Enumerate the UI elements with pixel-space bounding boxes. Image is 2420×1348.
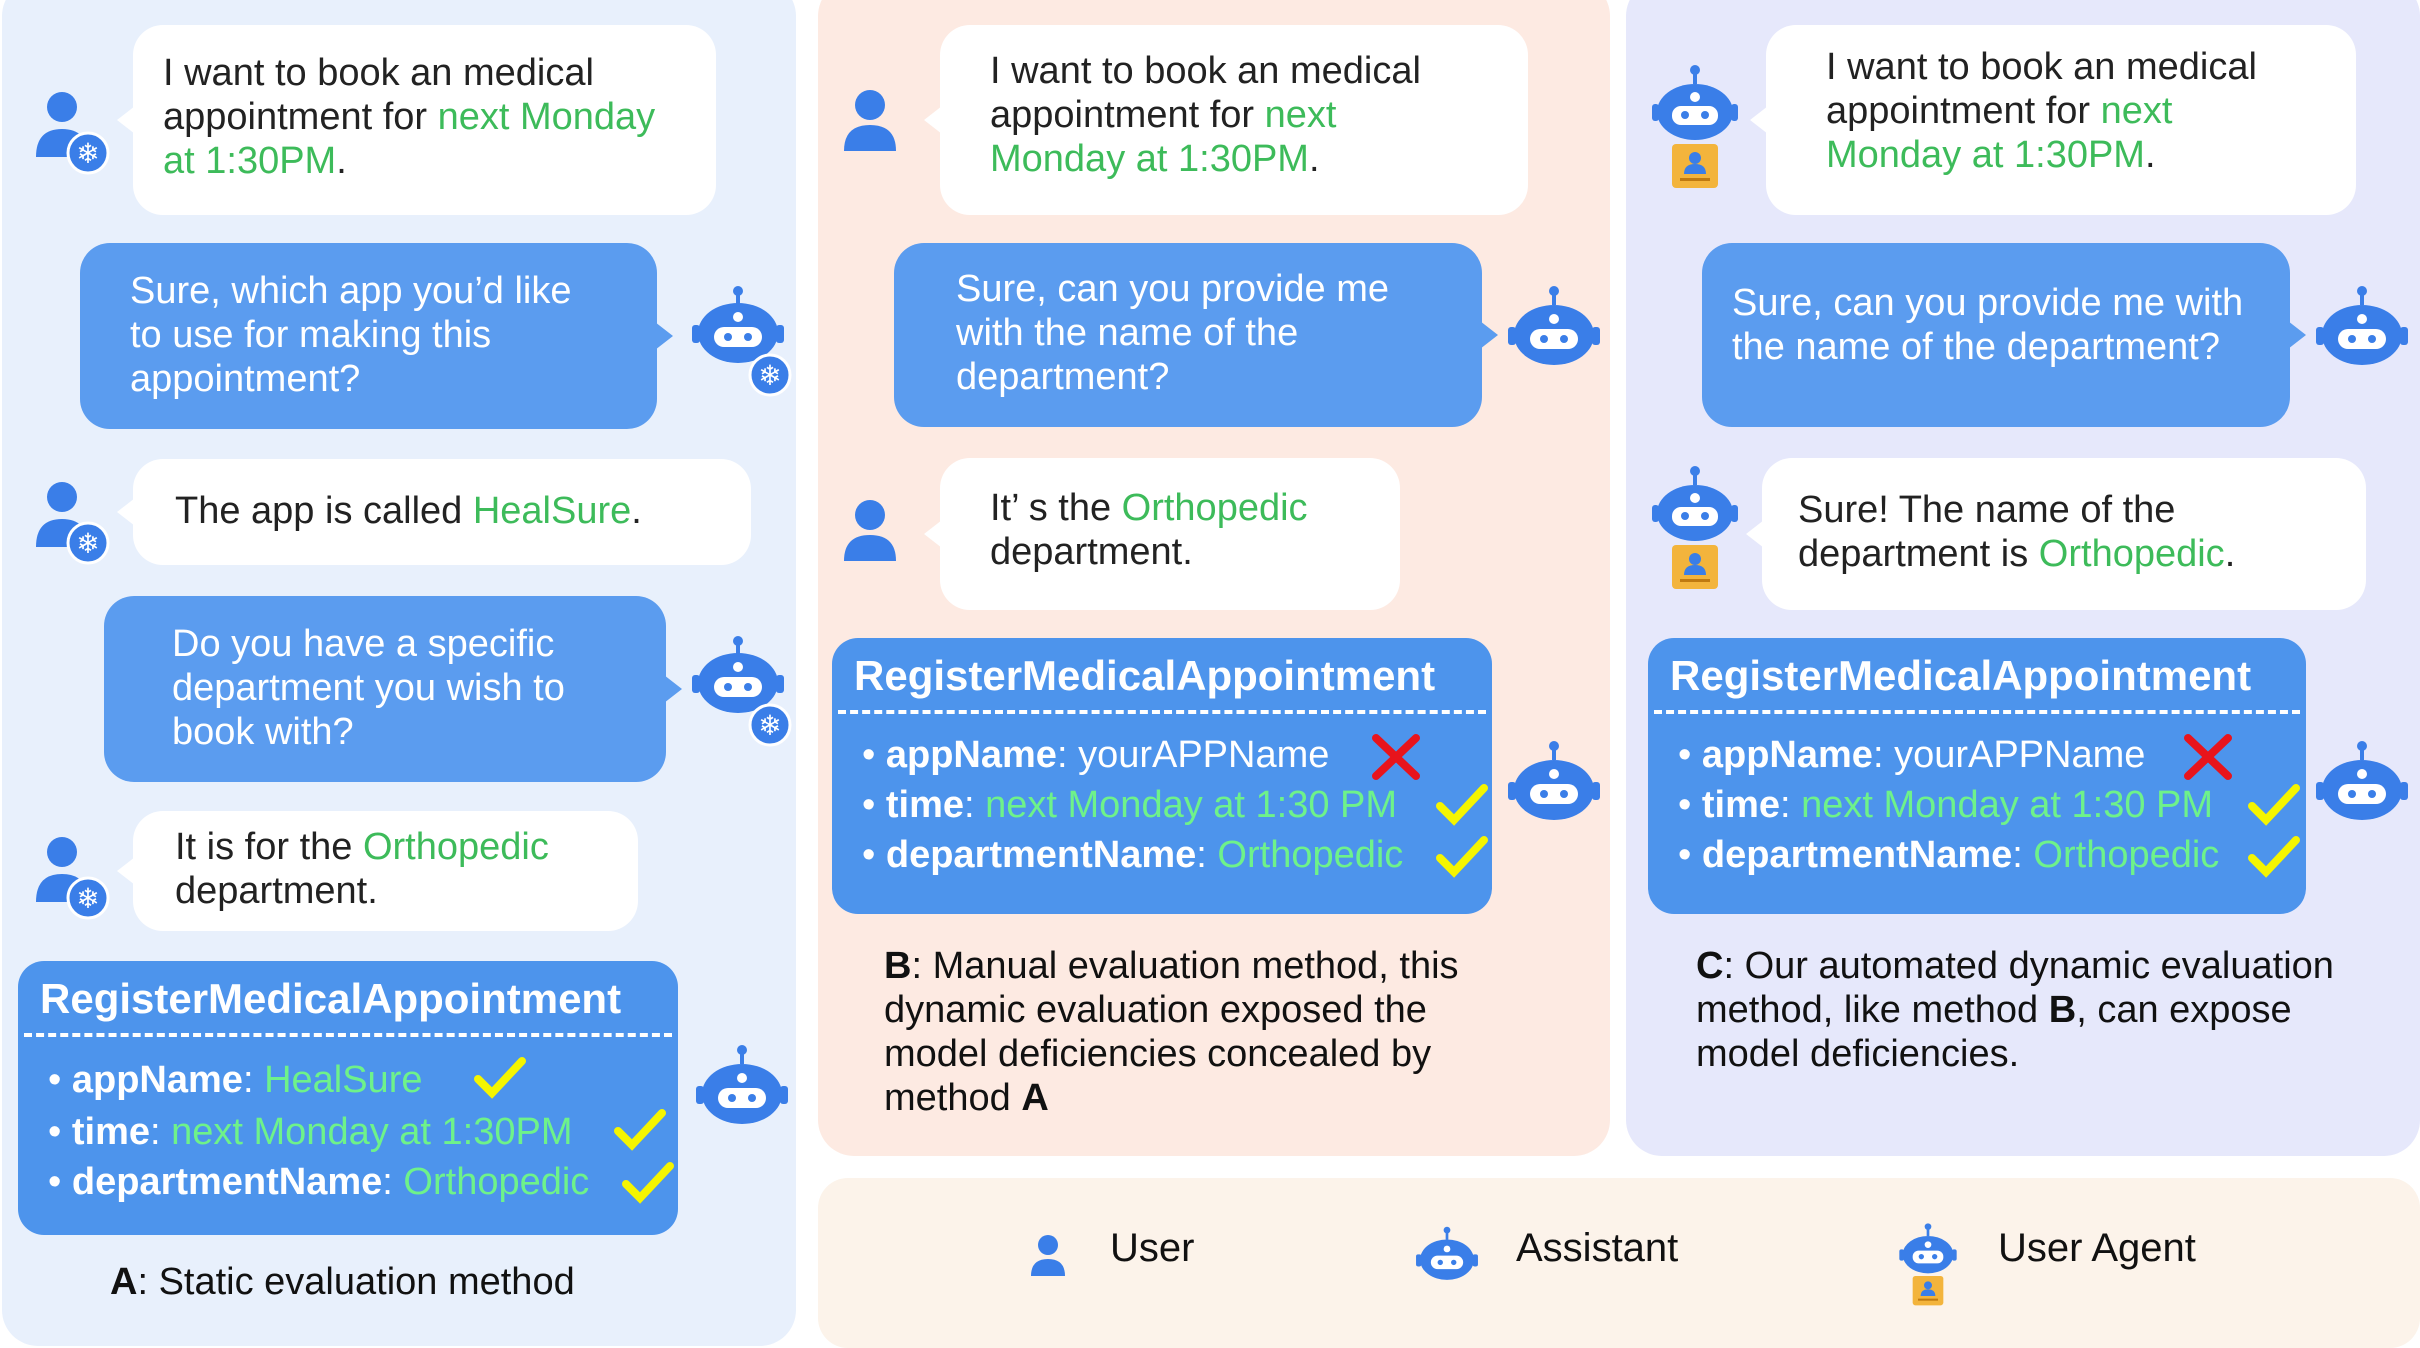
user-frozen-icon: ❄ bbox=[32, 475, 112, 575]
chat-bubble-assistant: Sure, can you provide me with the name o… bbox=[1702, 243, 2306, 427]
dashed-divider bbox=[24, 1033, 672, 1037]
function-name: RegisterMedicalAppointment bbox=[40, 975, 622, 1022]
user-icon bbox=[840, 495, 900, 570]
svg-text:❄: ❄ bbox=[76, 528, 99, 559]
check-icon bbox=[1436, 784, 1488, 826]
chat-bubble-user: The app is called HealSure. bbox=[117, 459, 751, 565]
function-call-card: RegisterMedicalAppointment • appName: yo… bbox=[832, 638, 1492, 914]
param-row: • appName: HealSure bbox=[48, 1059, 423, 1101]
param-row: • time: next Monday at 1:30 PM bbox=[862, 784, 1398, 826]
chat-bubble-user: I want to book an medical appointment fo… bbox=[1750, 25, 2356, 215]
param-row: • appName: yourAPPName bbox=[862, 734, 1330, 776]
user-frozen-icon: ❄ bbox=[32, 85, 112, 185]
chat-bubble-assistant: Do you have a specific department you wi… bbox=[104, 596, 682, 782]
svg-text:❄: ❄ bbox=[76, 883, 99, 914]
check-icon bbox=[622, 1162, 674, 1204]
svg-text:❄: ❄ bbox=[76, 138, 99, 169]
user-agent-icon bbox=[1898, 1222, 1958, 1315]
assistant-frozen-icon: ❄ bbox=[686, 283, 796, 403]
chat-bubble-assistant: Sure, can you provide me with the name o… bbox=[894, 243, 1498, 427]
function-call-card: RegisterMedicalAppointment • appName: yo… bbox=[1648, 638, 2306, 914]
chat-bubble-user: I want to book an medical appointment fo… bbox=[924, 25, 1528, 215]
assistant-frozen-icon: ❄ bbox=[686, 633, 796, 753]
chat-bubble-user: I want to book an medical appointment fo… bbox=[117, 25, 716, 215]
param-row: • departmentName: Orthopedic bbox=[48, 1161, 590, 1203]
param-row: • time: next Monday at 1:30 PM bbox=[1678, 784, 2214, 826]
user-agent-icon bbox=[1650, 465, 1740, 600]
param-row: • appName: yourAPPName bbox=[1678, 734, 2146, 776]
cross-icon bbox=[2184, 734, 2232, 780]
assistant-icon bbox=[1502, 738, 1606, 833]
dashed-divider bbox=[1654, 710, 2300, 714]
user-frozen-icon: ❄ bbox=[32, 830, 112, 930]
check-icon bbox=[614, 1109, 666, 1151]
caption-b: B: Manual evaluation method, this dynami… bbox=[884, 945, 1459, 1119]
svg-text:❄: ❄ bbox=[758, 360, 781, 391]
chat-bubble-user: It is for the Orthopedic department. bbox=[117, 811, 638, 931]
assistant-icon bbox=[1502, 283, 1606, 378]
user-icon bbox=[840, 85, 900, 160]
function-name: RegisterMedicalAppointment bbox=[1670, 652, 2252, 699]
assistant-icon bbox=[2310, 283, 2414, 378]
legend-label-user: User bbox=[1110, 1226, 1195, 1270]
legend-label-assistant: Assistant bbox=[1516, 1226, 1679, 1270]
check-icon bbox=[2248, 784, 2300, 826]
chat-bubble-user: It’ s the Orthopedic department. bbox=[924, 458, 1400, 610]
function-name: RegisterMedicalAppointment bbox=[854, 652, 1436, 699]
dashed-divider bbox=[838, 710, 1486, 714]
check-icon bbox=[1436, 836, 1488, 878]
function-call-card: RegisterMedicalAppointment • appName: He… bbox=[18, 961, 678, 1235]
param-row: • departmentName: Orthopedic bbox=[862, 834, 1404, 876]
cross-icon bbox=[1372, 734, 1420, 780]
chat-bubble-user: Sure! The name of the department is Orth… bbox=[1746, 458, 2366, 610]
param-row: • departmentName: Orthopedic bbox=[1678, 834, 2220, 876]
param-row: • time: next Monday at 1:30PM bbox=[48, 1111, 573, 1153]
check-icon bbox=[2248, 836, 2300, 878]
caption-a: A: Static evaluation method bbox=[110, 1261, 575, 1303]
user-agent-icon bbox=[1650, 64, 1740, 199]
legend-panel bbox=[818, 1178, 2420, 1348]
check-icon bbox=[474, 1057, 526, 1099]
chat-bubble-assistant: Sure, which app you’d like to use for ma… bbox=[80, 243, 673, 429]
assistant-icon bbox=[690, 1042, 794, 1137]
caption-c: C: Our automated dynamic evaluation meth… bbox=[1696, 945, 2334, 1075]
svg-text:❄: ❄ bbox=[758, 710, 781, 741]
legend-label-user-agent: User Agent bbox=[1998, 1226, 2196, 1270]
user-icon bbox=[1028, 1232, 1068, 1283]
assistant-icon bbox=[1412, 1224, 1482, 1291]
assistant-icon bbox=[2310, 738, 2414, 833]
